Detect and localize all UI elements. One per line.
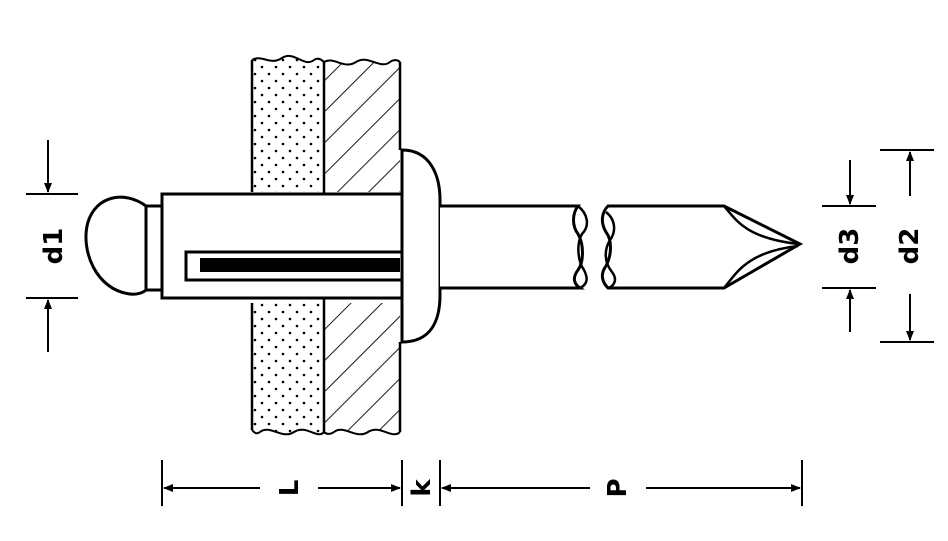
label-d3: d3	[835, 228, 865, 265]
rivet-flange	[400, 148, 442, 344]
label-d2: d2	[895, 228, 925, 265]
dimension-bottom: L k P	[161, 460, 803, 506]
mandrel-shaft	[440, 204, 804, 290]
mandrel-head	[84, 195, 164, 296]
hatched-plate	[322, 58, 402, 436]
label-d1: d1	[39, 228, 69, 265]
dimension-d2: d2	[880, 149, 934, 343]
label-k: k	[407, 479, 437, 497]
dotted-plate	[250, 55, 325, 436]
dimension-d3: d3	[822, 160, 876, 332]
label-P: P	[603, 478, 633, 497]
rivet-body	[160, 192, 404, 300]
dimension-d1: d1	[26, 140, 78, 352]
label-L: L	[275, 480, 305, 497]
